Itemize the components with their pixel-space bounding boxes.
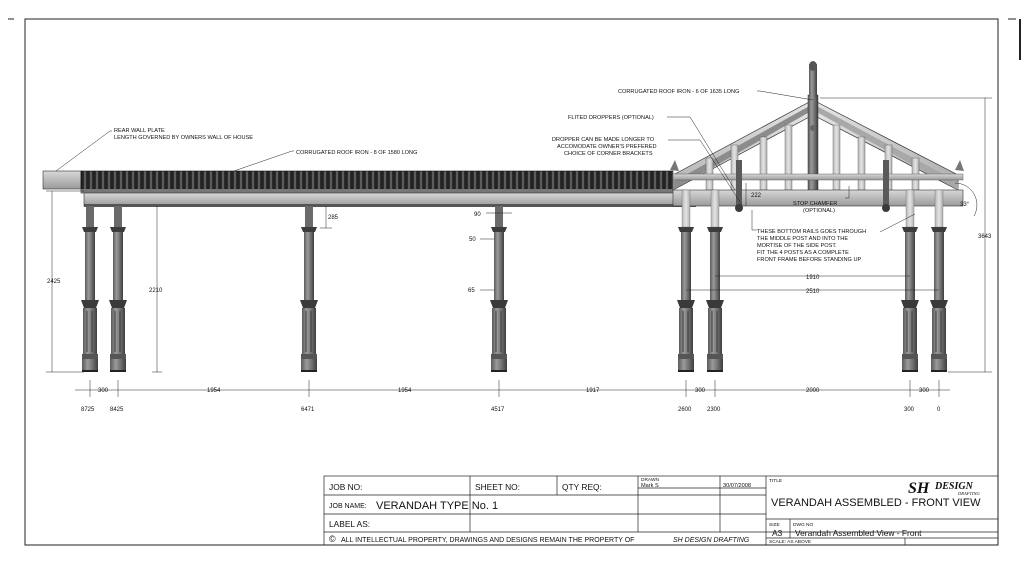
dim-33-degrees: 33° bbox=[960, 202, 970, 208]
dim-spacing: 1917 bbox=[586, 388, 600, 394]
dim-2210: 2210 bbox=[149, 288, 163, 294]
dim-position: 4517 bbox=[491, 407, 505, 413]
dim-position: 300 bbox=[904, 407, 915, 413]
post-300 bbox=[900, 226, 920, 373]
rear-wall-plate bbox=[42, 170, 82, 190]
svg-text:SH: SH bbox=[908, 480, 930, 497]
dim-position: 2600 bbox=[678, 407, 692, 413]
sheet-size: A3 bbox=[772, 528, 783, 538]
dim-position: 2300 bbox=[707, 407, 721, 413]
dim-position: 8425 bbox=[110, 407, 124, 413]
label-as: LABEL AS: bbox=[329, 519, 370, 529]
dim-position: 6471 bbox=[301, 407, 315, 413]
label-rails-note-2: THE MIDDLE POST AND INTO THE bbox=[757, 236, 848, 242]
svg-text:DESIGN: DESIGN bbox=[934, 481, 974, 492]
dim-spacing: 2000 bbox=[806, 388, 820, 394]
label-rear-wall-plate: REAR WALL PLATE bbox=[114, 128, 165, 134]
post-8725 bbox=[80, 226, 100, 373]
dim-spacing: 300 bbox=[98, 388, 109, 394]
drawing-date: 30/07/2008 bbox=[723, 483, 751, 489]
post-4517 bbox=[489, 226, 509, 373]
drawing-title: VERANDAH ASSEMBLED - FRONT VIEW bbox=[771, 497, 981, 509]
dim-65: 65 bbox=[468, 288, 475, 294]
verandah-drawing bbox=[42, 61, 964, 373]
job-name: VERANDAH TYPE No. 1 bbox=[376, 500, 498, 512]
dim-spacing: 300 bbox=[919, 388, 930, 394]
copyright-company: SH DESIGN DRAFTING bbox=[673, 537, 750, 544]
label-rails-note-4: FIT THE 4 POSTS AS A COMPLETE bbox=[757, 250, 849, 256]
label-rails-note-5: FRONT FRAME BEFORE STANDING UP bbox=[757, 257, 861, 263]
scale-text: SCALE: AS ABOVE bbox=[769, 539, 811, 545]
dwg-no-label: DWG NO bbox=[793, 522, 814, 528]
dim-2510: 2510 bbox=[806, 289, 820, 295]
dimension-values: 2425 2210 285 90 50 65 222 33° 3643 1910… bbox=[47, 193, 992, 413]
label-dropper-note-1: DROPPER CAN BE MADE LONGER TO bbox=[552, 137, 655, 143]
post-2300 bbox=[705, 226, 725, 373]
label-rails-note-1: THESE BOTTOM RAILS GOES THROUGH bbox=[757, 229, 866, 235]
label-roof-iron-gable: CORRUGATED ROOF IRON - 6 OF 1635 LONG bbox=[618, 89, 739, 95]
label-roof-iron-left: CORRUGATED ROOF IRON - 8 OF 1580 LONG bbox=[296, 150, 417, 156]
dim-222: 222 bbox=[751, 193, 762, 199]
dim-position: 8725 bbox=[81, 407, 95, 413]
sheet-no-label: SHEET NO: bbox=[475, 482, 520, 492]
title-label: TITLE bbox=[769, 478, 782, 484]
svg-text:DRAFTING: DRAFTING bbox=[957, 491, 980, 496]
title-block-text: JOB NO: SHEET NO: QTY REQ: DRAWN Mark S … bbox=[329, 477, 996, 545]
copyright-text: ALL INTELLECTUAL PROPERTY, DRAWINGS AND … bbox=[341, 537, 634, 544]
annotations: REAR WALL PLATE LENGTH GOVERNED BY OWNER… bbox=[114, 89, 866, 263]
label-rails-note-3: MORTISE OF THE SIDE POST. bbox=[757, 243, 837, 249]
dimension-lines bbox=[46, 90, 992, 397]
dwg-no: Verandah Assembled View - Front bbox=[795, 528, 922, 538]
dim-spacing: 300 bbox=[695, 388, 706, 394]
label-dropper-note-3: CHOICE OF CORNER BRACKETS bbox=[564, 151, 653, 157]
job-no-label: JOB NO: bbox=[329, 482, 363, 492]
post-8425 bbox=[108, 226, 128, 373]
qty-req-label: QTY REQ: bbox=[562, 482, 602, 492]
dim-position: 0 bbox=[937, 407, 941, 413]
dim-2425: 2425 bbox=[47, 279, 61, 285]
label-dropper-note-2: ACCOMODATE OWNER'S PREFERED bbox=[557, 144, 656, 150]
title-block bbox=[323, 475, 999, 546]
dim-spacing: 1954 bbox=[398, 388, 412, 394]
dim-90: 90 bbox=[474, 212, 481, 218]
label-stop-chamfer: STOP CHAMFER bbox=[793, 201, 837, 207]
label-fluted-droppers: FLITED DROPPERS (OPTIONAL) bbox=[568, 115, 654, 121]
drawn-label: DRAWN bbox=[641, 477, 659, 483]
label-rear-wall-plate-note: LENGTH GOVERNED BY OWNERS WALL OF HOUSE bbox=[114, 135, 253, 141]
copyright-icon: © bbox=[329, 534, 336, 544]
label-stop-chamfer-optional: (OPTIONAL) bbox=[803, 208, 835, 214]
post-2600 bbox=[676, 226, 696, 373]
size-label: SIZE bbox=[769, 522, 780, 528]
post-6471 bbox=[299, 226, 319, 373]
dim-1910: 1910 bbox=[806, 275, 820, 281]
job-name-label: JOB NAME: bbox=[329, 503, 367, 510]
dim-285: 285 bbox=[328, 215, 339, 221]
gable-roof bbox=[670, 61, 964, 212]
dim-3643: 3643 bbox=[978, 234, 992, 240]
sh-design-logo: SH DESIGN DRAFTING bbox=[906, 477, 996, 497]
post-0 bbox=[929, 226, 949, 373]
dim-spacing: 1954 bbox=[207, 388, 221, 394]
drawn-by: Mark S bbox=[641, 483, 659, 489]
dim-50: 50 bbox=[469, 237, 476, 243]
